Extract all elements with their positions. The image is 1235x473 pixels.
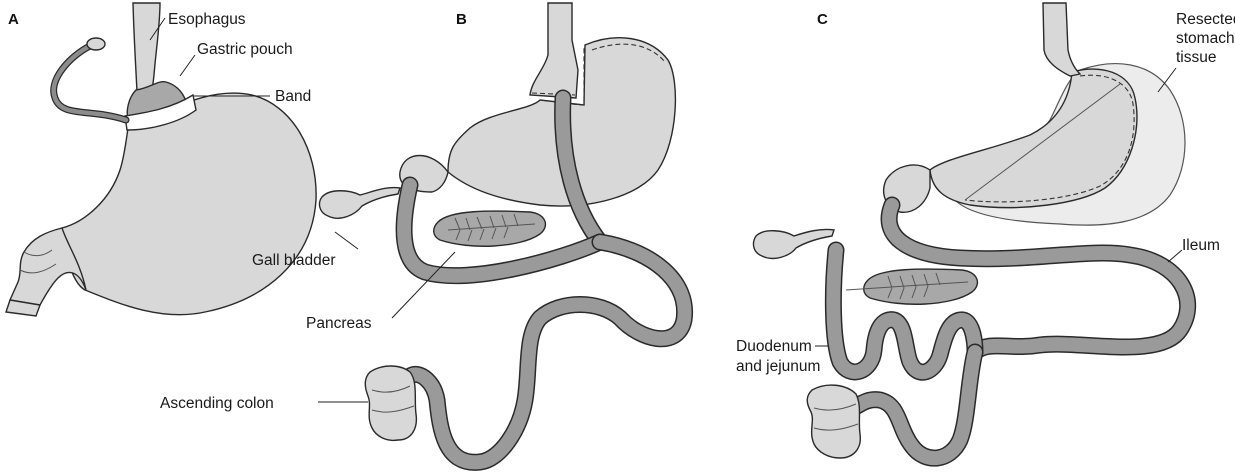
panel-b-letter: B <box>456 11 467 28</box>
band-tubing-inner <box>54 46 126 120</box>
label-ascending-colon: Ascending colon <box>160 395 274 412</box>
label-ileum: Ileum <box>1182 237 1220 254</box>
access-port <box>87 38 105 50</box>
gall-bladder-leader <box>335 232 358 249</box>
label-duodenum-line1: Duodenum <box>736 338 812 355</box>
duodenum-jejunum-inner <box>833 250 975 372</box>
label-resected-line2: stomach <box>1176 30 1235 47</box>
label-gall-bladder: Gall bladder <box>252 252 336 269</box>
stomach-a <box>62 93 316 315</box>
ascending-colon-b <box>365 366 416 440</box>
panel-c-letter: C <box>817 11 828 28</box>
esophagus-a <box>133 3 160 92</box>
label-resected-line1: Resected <box>1176 11 1235 28</box>
label-pancreas: Pancreas <box>306 315 372 332</box>
ileum-leader <box>1168 250 1182 262</box>
gall-bladder-b <box>320 188 400 219</box>
label-duodenum-line2: and jejunum <box>736 358 820 375</box>
label-band: Band <box>275 88 311 105</box>
sleeve-stomach <box>930 69 1137 208</box>
gastric-pouch-leader <box>180 55 195 76</box>
panel-c: C Resected stomach tissue <box>736 3 1235 458</box>
label-esophagus: Esophagus <box>168 11 246 28</box>
label-resected-line3: tissue <box>1176 49 1217 66</box>
ascending-colon-c <box>807 385 860 458</box>
label-gastric-pouch: Gastric pouch <box>197 41 293 58</box>
gall-bladder-c <box>754 229 834 258</box>
esophagus-b <box>530 3 578 98</box>
panel-a: A Esophagus Gastric pouch Band <box>6 3 316 316</box>
panel-a-letter: A <box>8 11 19 28</box>
esophagus-c <box>1043 3 1080 76</box>
pancreas-c <box>864 269 978 304</box>
